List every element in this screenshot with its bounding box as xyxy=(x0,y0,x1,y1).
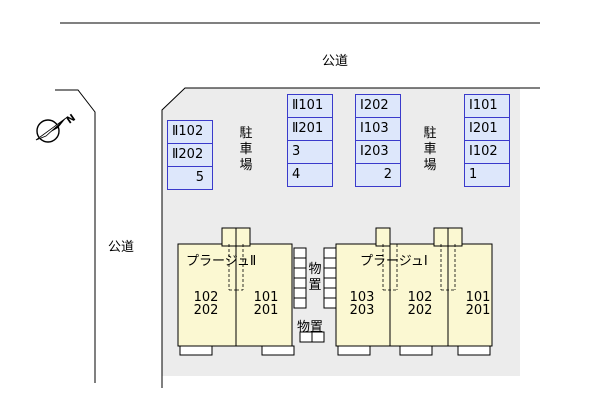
parking-space: Ⅰ103 xyxy=(355,117,401,141)
parking-space: 1 xyxy=(464,163,510,187)
parking-space: Ⅰ102 xyxy=(464,140,510,164)
unit-number: 102 xyxy=(407,290,433,305)
building-2-name: プラージュⅡ xyxy=(186,254,257,269)
parking-column-mid-2: Ⅰ202 Ⅰ103 Ⅰ203 2 xyxy=(355,94,401,187)
parking-column-right: Ⅰ101 Ⅰ201 Ⅰ102 1 xyxy=(464,94,510,187)
building-1-name: プラージュⅠ xyxy=(360,254,428,269)
left-road-label: 公道 xyxy=(108,240,135,255)
top-road-label: 公道 xyxy=(322,54,349,69)
parking-space: Ⅱ101 xyxy=(287,94,333,118)
parking-column-mid-1: Ⅱ101 Ⅱ201 3 4 xyxy=(287,94,333,187)
unit-number: 103 xyxy=(349,290,375,305)
parking-space: Ⅰ202 xyxy=(355,94,401,118)
left-road-line xyxy=(55,89,96,383)
storage-label-horizontal: 物置 xyxy=(297,320,324,335)
north-arrow-icon xyxy=(35,117,67,143)
parking-space: Ⅰ201 xyxy=(464,117,510,141)
unit-number: 101 xyxy=(465,290,491,305)
unit-number: 202 xyxy=(407,303,433,318)
building-2-shape xyxy=(177,227,295,356)
storage-label-vertical: 物置 xyxy=(308,262,322,293)
parking-label-right: 駐車場 xyxy=(423,126,437,173)
unit-number: 201 xyxy=(465,303,491,318)
parking-space: Ⅱ202 xyxy=(167,143,213,167)
parking-column-left: Ⅱ102 Ⅱ202 5 xyxy=(167,120,213,190)
unit-number: 101 xyxy=(253,290,279,305)
parking-space: Ⅱ102 xyxy=(167,120,213,144)
parking-space: Ⅰ203 xyxy=(355,140,401,164)
parking-label-left: 駐車場 xyxy=(239,126,253,173)
parking-space: 3 xyxy=(287,140,333,164)
parking-space: 2 xyxy=(355,163,401,187)
parking-space: Ⅱ201 xyxy=(287,117,333,141)
parking-space: 4 xyxy=(287,163,333,187)
parking-space: Ⅰ101 xyxy=(464,94,510,118)
parking-space: 5 xyxy=(167,166,213,190)
unit-number: 201 xyxy=(253,303,279,318)
unit-number: 102 xyxy=(193,290,219,305)
unit-number: 202 xyxy=(193,303,219,318)
lot-boundary xyxy=(161,87,540,388)
building-1-shape xyxy=(335,227,493,356)
unit-number: 203 xyxy=(349,303,375,318)
